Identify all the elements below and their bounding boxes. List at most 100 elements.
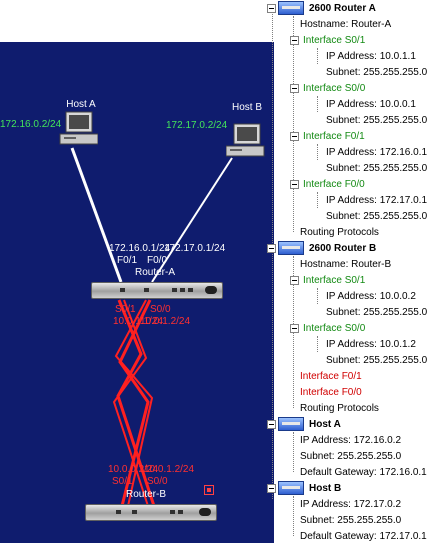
tree-router-a-s00-subnet[interactable]: Subnet: 255.255.255.0 [326, 114, 428, 126]
tree-router-a-s01-subnet[interactable]: Subnet: 255.255.255.0 [326, 66, 428, 78]
tree-router-b[interactable]: 2600 Router B [267, 240, 376, 256]
tree-host-a-ip[interactable]: IP Address: 172.16.0.2 [300, 434, 402, 446]
tree-router-a-line [293, 16, 294, 232]
tree-router-b-interface-f01[interactable]: Interface F0/1 [300, 370, 362, 382]
host-b-label: Host B [231, 102, 263, 113]
router-a-port [188, 288, 193, 292]
collapse-toggle-icon[interactable] [290, 131, 299, 141]
tree-host-b[interactable]: Host B [267, 480, 341, 496]
router-a-device[interactable] [91, 282, 223, 299]
router-a-s01-label: S0/1 [115, 304, 136, 315]
tree-host-b-title: Host B [309, 482, 342, 494]
tree-host-b-subnet[interactable]: Subnet: 255.255.255.0 [300, 514, 402, 526]
tree-router-a[interactable]: 2600 Router A [267, 0, 376, 16]
tree-host-a-line [293, 432, 294, 472]
tree-router-b-s00-subnet[interactable]: Subnet: 255.255.255.0 [326, 354, 428, 366]
collapse-toggle-icon[interactable] [267, 419, 276, 429]
router-b-status-icon[interactable] [204, 485, 214, 495]
router-b-port [178, 510, 183, 514]
tree-router-b-s00-ip[interactable]: IP Address: 10.0.1.2 [326, 338, 416, 350]
host-a-computer-icon[interactable] [58, 110, 98, 150]
tree-router-a-interface-f00[interactable]: Interface F0/0 [290, 176, 365, 192]
serial-link-s00b [114, 299, 154, 507]
tree-host-b-ip[interactable]: IP Address: 172.17.0.2 [300, 498, 402, 510]
tree-router-a-interface-s01[interactable]: Interface S0/1 [290, 32, 365, 48]
router-a-f01-port-label: F0/1 [117, 255, 138, 266]
tree-router-a-hostname[interactable]: Hostname: Router-A [300, 18, 392, 30]
tree-router-a-s00-ip[interactable]: IP Address: 10.0.0.1 [326, 98, 416, 110]
collapse-toggle-icon[interactable] [290, 275, 299, 285]
router-b-device[interactable] [85, 504, 217, 521]
device-config-tree[interactable]: 2600 Router A Hostname: Router-A Interfa… [262, 0, 447, 543]
network-diagram-canvas[interactable]: Host A 172.16.0.2/24 Host B 172.17.0.2/2… [0, 42, 274, 543]
router-b-label: Router-B [126, 489, 167, 500]
tree-router-b-s01-ip[interactable]: IP Address: 10.0.0.2 [326, 290, 416, 302]
router-b-port [170, 510, 175, 514]
tree-host-b-gateway[interactable]: Default Gateway: 172.17.0.1 [300, 530, 427, 542]
tree-branch-line [317, 192, 318, 208]
collapse-toggle-icon[interactable] [290, 179, 299, 189]
tree-router-a-routing-protocols[interactable]: Routing Protocols [300, 226, 379, 238]
router-a-s00-label: S0/0 [150, 304, 171, 315]
router-a-f01-ip-label: 172.16.0.1/24 [109, 243, 171, 254]
tree-router-b-interface-s00[interactable]: Interface S0/0 [290, 320, 365, 336]
router-b-port [132, 510, 137, 514]
tree-router-b-hostname[interactable]: Hostname: Router-B [300, 258, 392, 270]
router-icon [278, 241, 304, 255]
tree-router-b-interface-s01[interactable]: Interface S0/1 [290, 272, 365, 288]
tree-branch-line [317, 288, 318, 304]
tree-branch-line [317, 336, 318, 352]
router-a-port [120, 288, 125, 292]
router-a-s00-ip-label: 10.0.1.2/24 [140, 316, 191, 327]
router-a-label: Router-A [135, 267, 176, 278]
tree-router-a-f00-ip[interactable]: IP Address: 172.17.0.1 [326, 194, 428, 206]
collapse-toggle-icon[interactable] [290, 323, 299, 333]
tree-host-b-line [293, 496, 294, 536]
host-icon [278, 417, 304, 431]
collapse-toggle-icon[interactable] [267, 243, 276, 253]
host-a-label: Host A [66, 99, 96, 110]
tree-branch-line [317, 96, 318, 112]
tree-router-a-f01-subnet[interactable]: Subnet: 255.255.255.0 [326, 162, 428, 174]
diagram-links [70, 147, 233, 507]
tree-router-a-title: 2600 Router A [309, 2, 376, 14]
router-a-port [144, 288, 149, 292]
router-b-s00-label: S0/0 [147, 476, 168, 487]
tree-router-a-interface-f01[interactable]: Interface F0/1 [290, 128, 365, 144]
router-b-s01-label: S0/1 [112, 476, 133, 487]
router-icon [278, 1, 304, 15]
tree-router-b-title: 2600 Router B [309, 242, 377, 254]
collapse-toggle-icon[interactable] [290, 35, 299, 45]
tree-host-a[interactable]: Host A [267, 416, 341, 432]
tree-router-b-routing-protocols[interactable]: Routing Protocols [300, 402, 379, 414]
tree-router-a-f01-ip[interactable]: IP Address: 172.16.0.1 [326, 146, 428, 158]
tree-host-a-subnet[interactable]: Subnet: 255.255.255.0 [300, 450, 402, 462]
link-hostb-routera [151, 157, 233, 283]
router-a-f00-port-label: F0/0 [147, 255, 168, 266]
serial-link-s01b [112, 299, 149, 507]
collapse-toggle-icon[interactable] [267, 3, 276, 13]
host-a-network-label: 172.16.0.2/24 [0, 119, 62, 130]
link-hosta-routera [70, 147, 123, 283]
collapse-toggle-icon[interactable] [290, 83, 299, 93]
router-a-f00-ip-label: 172.17.0.1/24 [164, 243, 226, 254]
tree-router-a-f00-subnet[interactable]: Subnet: 255.255.255.0 [326, 210, 428, 222]
tree-router-a-interface-s00[interactable]: Interface S0/0 [290, 80, 365, 96]
router-a-port [172, 288, 177, 292]
tree-router-b-interface-f00[interactable]: Interface F0/0 [300, 386, 362, 398]
tree-router-b-s01-subnet[interactable]: Subnet: 255.255.255.0 [326, 306, 428, 318]
router-b-s00-ip-label: 10.0.1.2/24 [144, 464, 195, 475]
host-icon [278, 481, 304, 495]
tree-host-a-gateway[interactable]: Default Gateway: 172.16.0.1 [300, 466, 427, 478]
tree-router-a-s01-ip[interactable]: IP Address: 10.0.1.1 [326, 50, 416, 62]
router-a-port [180, 288, 185, 292]
host-b-computer-icon[interactable] [226, 122, 266, 162]
tree-branch-line [317, 48, 318, 64]
router-b-power-icon [199, 508, 211, 516]
router-b-port [116, 510, 121, 514]
tree-root-line [272, 14, 273, 499]
router-a-power-icon [205, 286, 217, 294]
tree-branch-line [317, 144, 318, 160]
tree-host-a-title: Host A [309, 418, 341, 430]
collapse-toggle-icon[interactable] [267, 483, 276, 493]
